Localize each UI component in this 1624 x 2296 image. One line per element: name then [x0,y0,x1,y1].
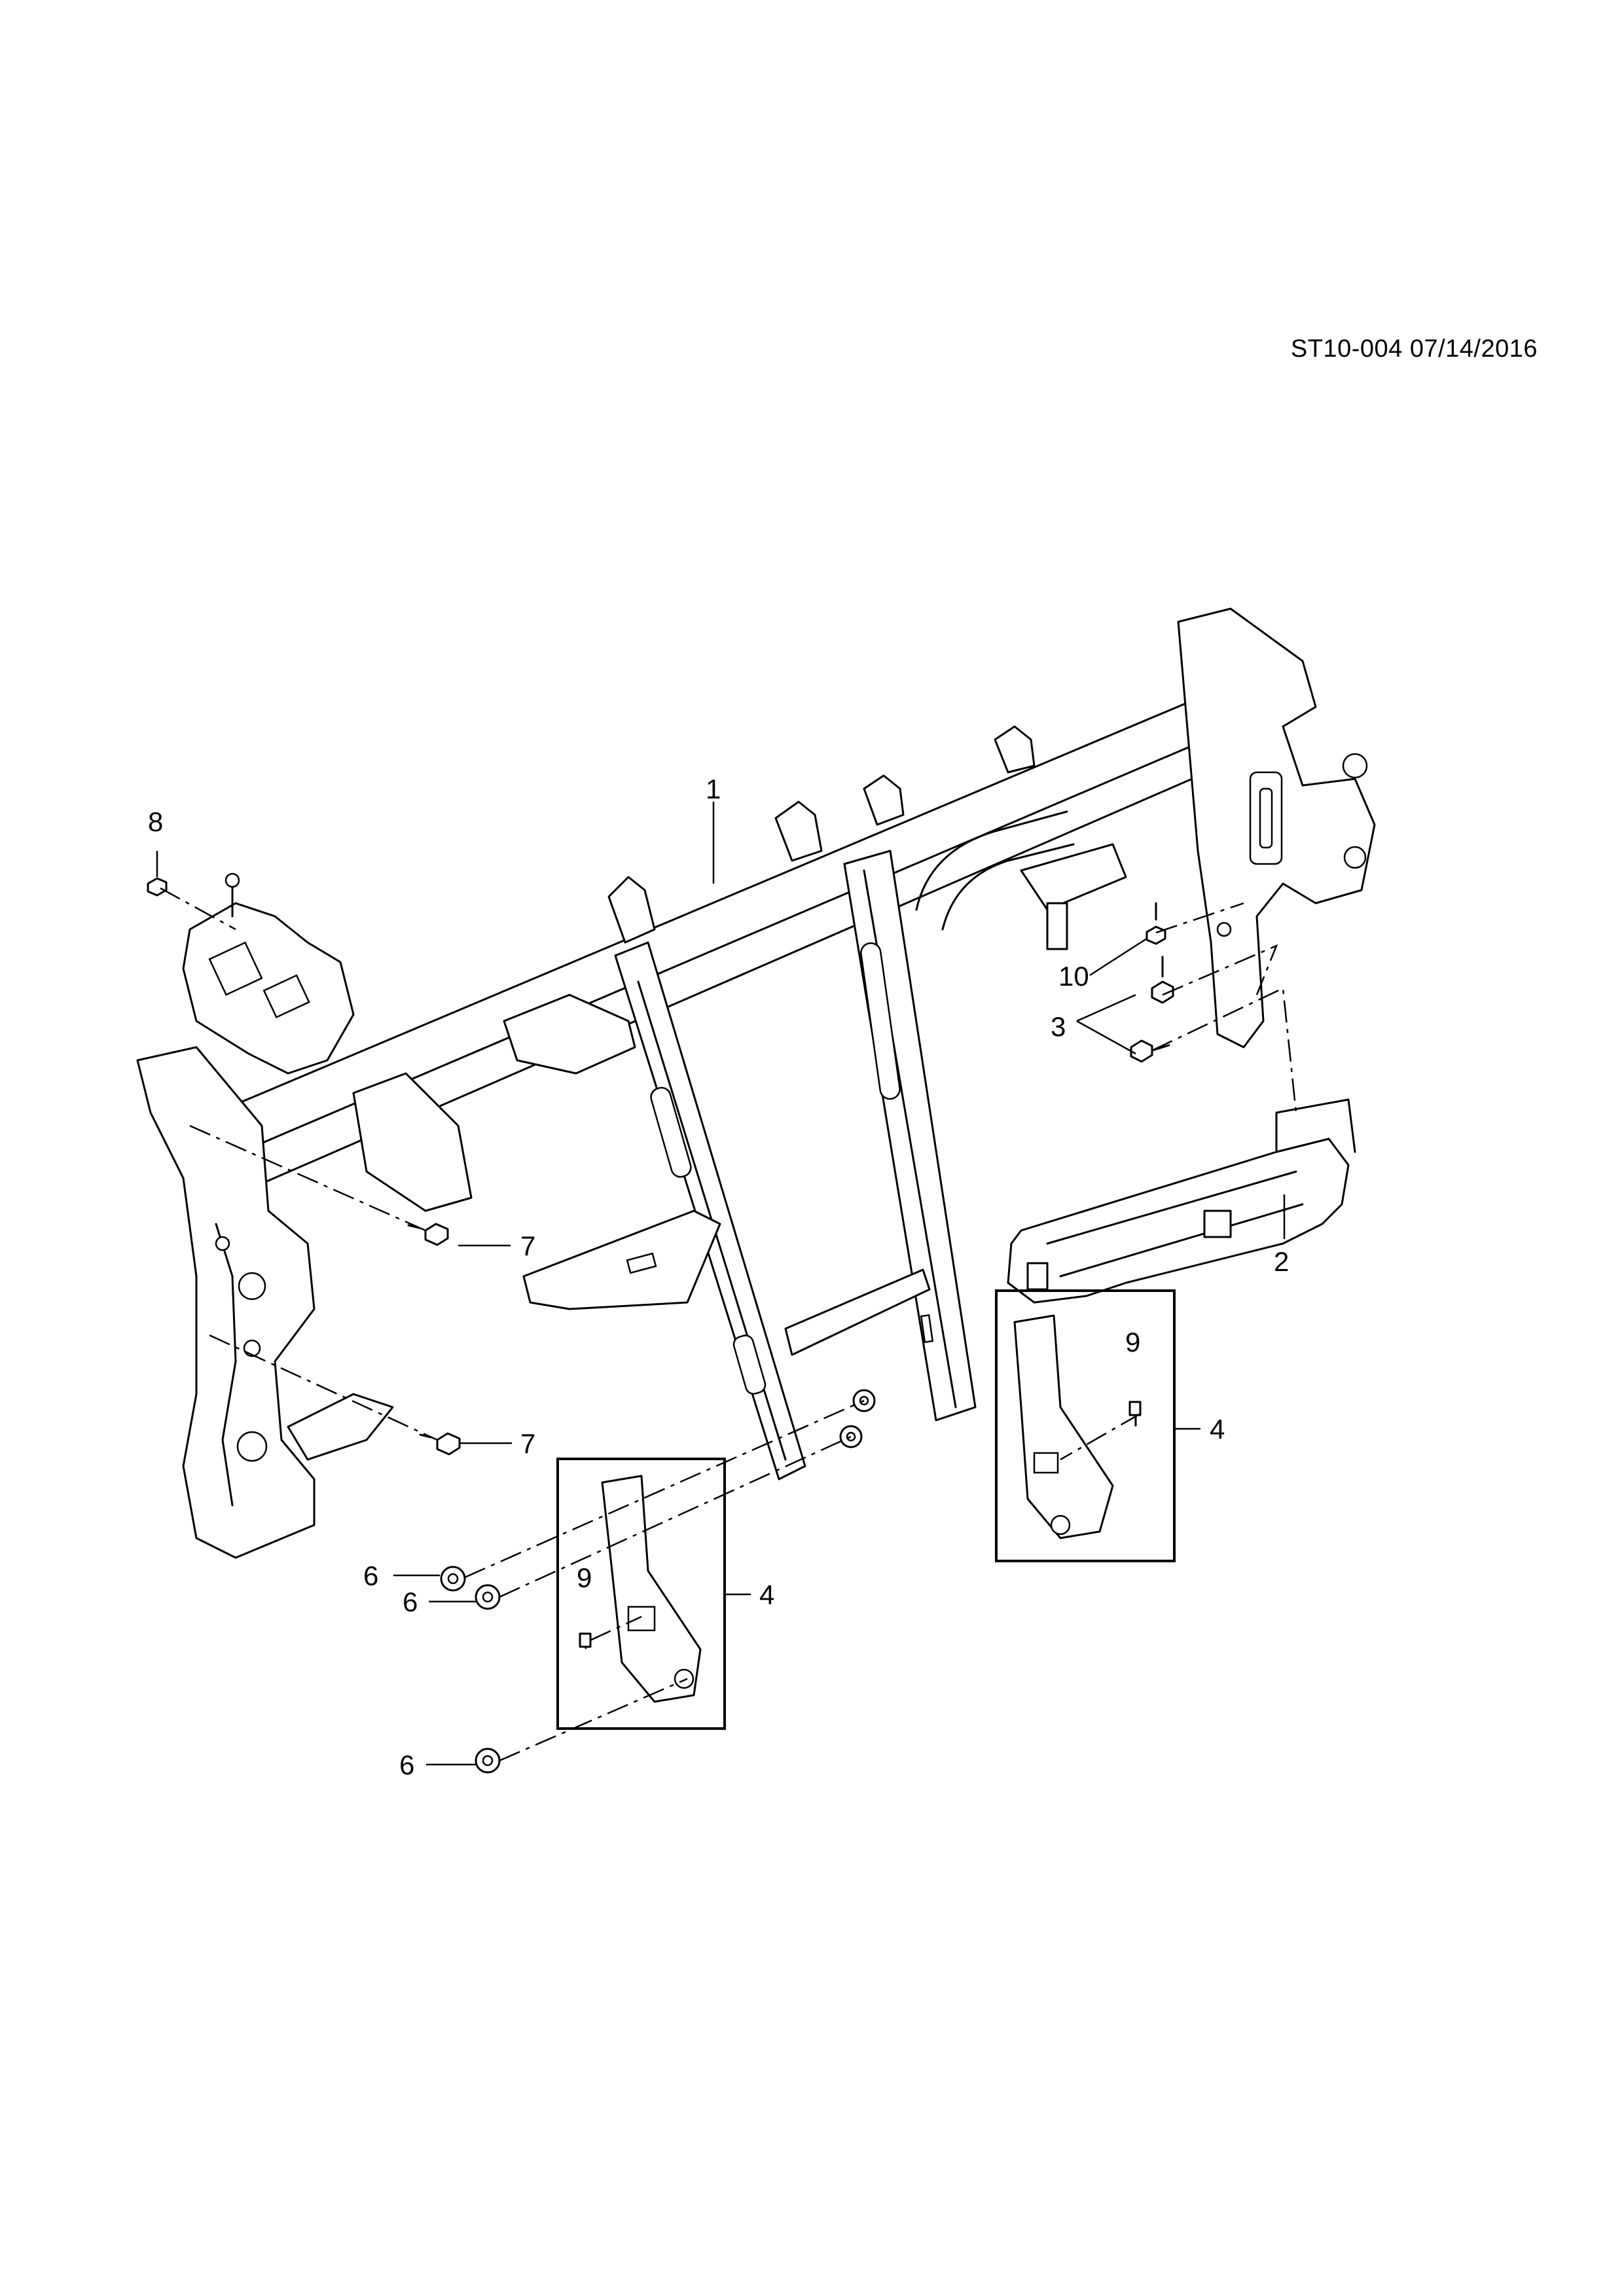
assembly-centerlines [160,887,1297,1762]
callout-10: 10 [1058,961,1089,992]
callout-7-b: 7 [520,1428,535,1459]
callout-labels: 1 2 3 4 4 6 6 6 7 7 8 9 9 10 [148,774,1289,1780]
callout-2: 2 [1274,1246,1289,1277]
leader-lines [156,802,1286,1766]
part-7-bolts [407,1223,461,1456]
part-1-cross-car-beam [136,607,1376,1559]
callout-6-c: 6 [399,1749,414,1780]
part-6-nuts [440,1389,876,1774]
callout-3: 3 [1051,1011,1066,1042]
part-8-bolt [147,877,168,897]
document-id-label: ST10-004 07/14/2016 [1290,335,1538,363]
part-4-detail-right [995,1289,1176,1562]
callout-8: 8 [148,806,163,837]
part-4-detail-left [556,1458,726,1730]
callout-4-right: 4 [1210,1414,1225,1444]
callout-6-b: 6 [403,1587,418,1617]
callout-4-left: 4 [759,1579,774,1610]
part-3-bolts [1130,956,1174,1063]
callout-6-a: 6 [363,1560,378,1591]
callout-9-left: 9 [577,1562,592,1593]
callout-9-right: 9 [1125,1327,1140,1357]
part-2-lower-bracket [1007,1098,1356,1304]
callout-1: 1 [706,774,721,804]
part-10-bolt [1146,902,1166,945]
callout-7-a: 7 [520,1230,535,1261]
